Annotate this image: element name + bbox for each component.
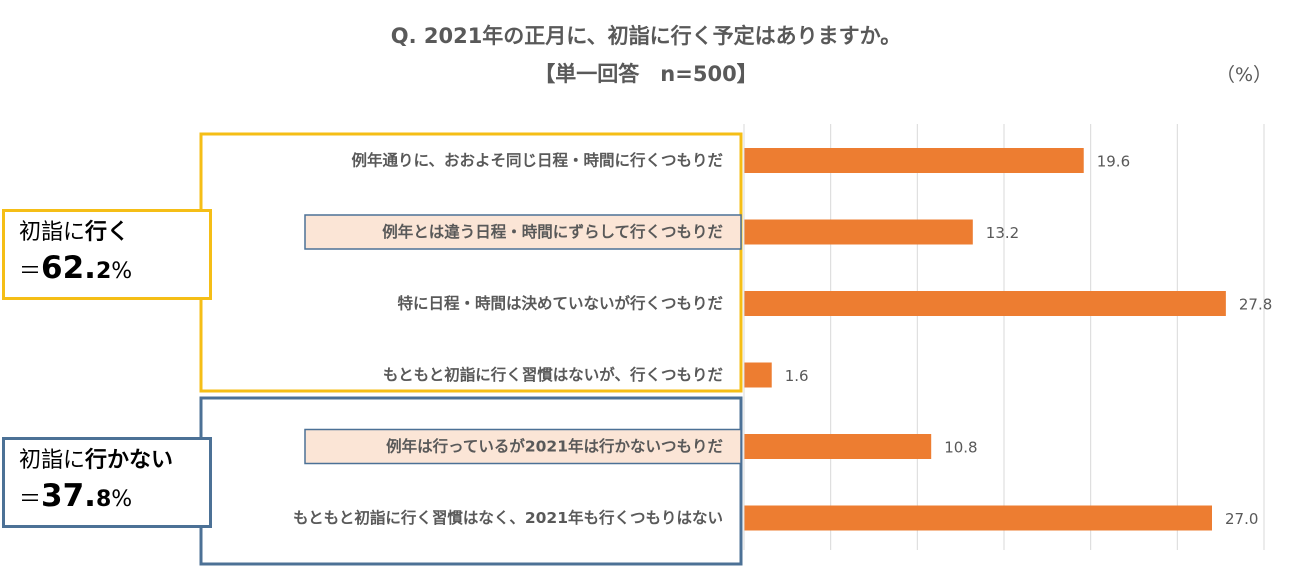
category-label: もともと初詣に行く習慣はないが、行くつもりだ bbox=[383, 365, 724, 384]
go-group-heading-emphasis: 行く bbox=[85, 220, 130, 245]
value-label: 27.0 bbox=[1225, 510, 1258, 528]
go-group-total-int: 62. bbox=[41, 250, 96, 286]
nogo-group-percent: % bbox=[111, 487, 133, 512]
nogo-group-total: ＝37.8% bbox=[19, 476, 209, 520]
category-highlight-box bbox=[304, 428, 742, 465]
chart-title: Q. 2021年の正月に、初詣に行く予定はありますか。 bbox=[390, 24, 902, 48]
go-group-total-dec: 2 bbox=[95, 259, 112, 284]
nogo-group-heading-emphasis: 行かない bbox=[85, 448, 174, 473]
bar bbox=[744, 291, 1226, 316]
nogo-group-summary: 初詣に行かない ＝37.8% bbox=[2, 437, 212, 528]
bar bbox=[744, 362, 772, 388]
value-label: 19.6 bbox=[1097, 153, 1130, 171]
category-label: 例年は行っているが2021年は行かないつもりだ bbox=[386, 437, 723, 456]
nogo-group-heading: 初詣に行かない bbox=[19, 446, 209, 476]
go-group-heading-prefix: 初詣に bbox=[19, 220, 86, 245]
value-label: 13.2 bbox=[986, 224, 1019, 242]
nogo-group-frame bbox=[199, 396, 743, 566]
value-label: 27.8 bbox=[1239, 296, 1272, 314]
value-label: 10.8 bbox=[944, 439, 977, 457]
nogo-group-total-int: 37. bbox=[41, 478, 96, 514]
bar bbox=[744, 148, 1084, 173]
go-group-heading: 初詣に行く bbox=[19, 218, 209, 248]
nogo-group-heading-prefix: 初詣に bbox=[19, 448, 86, 473]
chart-subtitle: 【単一回答 n=500】 bbox=[534, 62, 758, 86]
category-highlight-box bbox=[304, 214, 742, 250]
go-group-percent: % bbox=[111, 259, 133, 284]
unit-label: （%） bbox=[1216, 64, 1273, 86]
category-label: 例年通りに、おおよそ同じ日程・時間に行くつもりだ bbox=[351, 151, 723, 170]
category-label: もともと初詣に行く習慣はなく、2021年も行くつもりはない bbox=[293, 508, 723, 527]
bar bbox=[744, 505, 1212, 531]
go-group-total: ＝62.2% bbox=[19, 248, 209, 292]
value-label: 1.6 bbox=[785, 367, 809, 385]
category-label: 特に日程・時間は決めていないが行くつもりだ bbox=[397, 294, 723, 313]
go-group-summary: 初詣に行く ＝62.2% bbox=[2, 209, 212, 300]
go-group-frame bbox=[199, 132, 743, 393]
category-label: 例年とは違う日程・時間にずらして行くつもりだ bbox=[382, 222, 723, 241]
nogo-group-equals: ＝ bbox=[19, 487, 42, 512]
nogo-group-total-dec: 8 bbox=[95, 487, 112, 512]
bar bbox=[744, 219, 973, 245]
bar bbox=[744, 434, 932, 459]
go-group-equals: ＝ bbox=[19, 259, 42, 284]
